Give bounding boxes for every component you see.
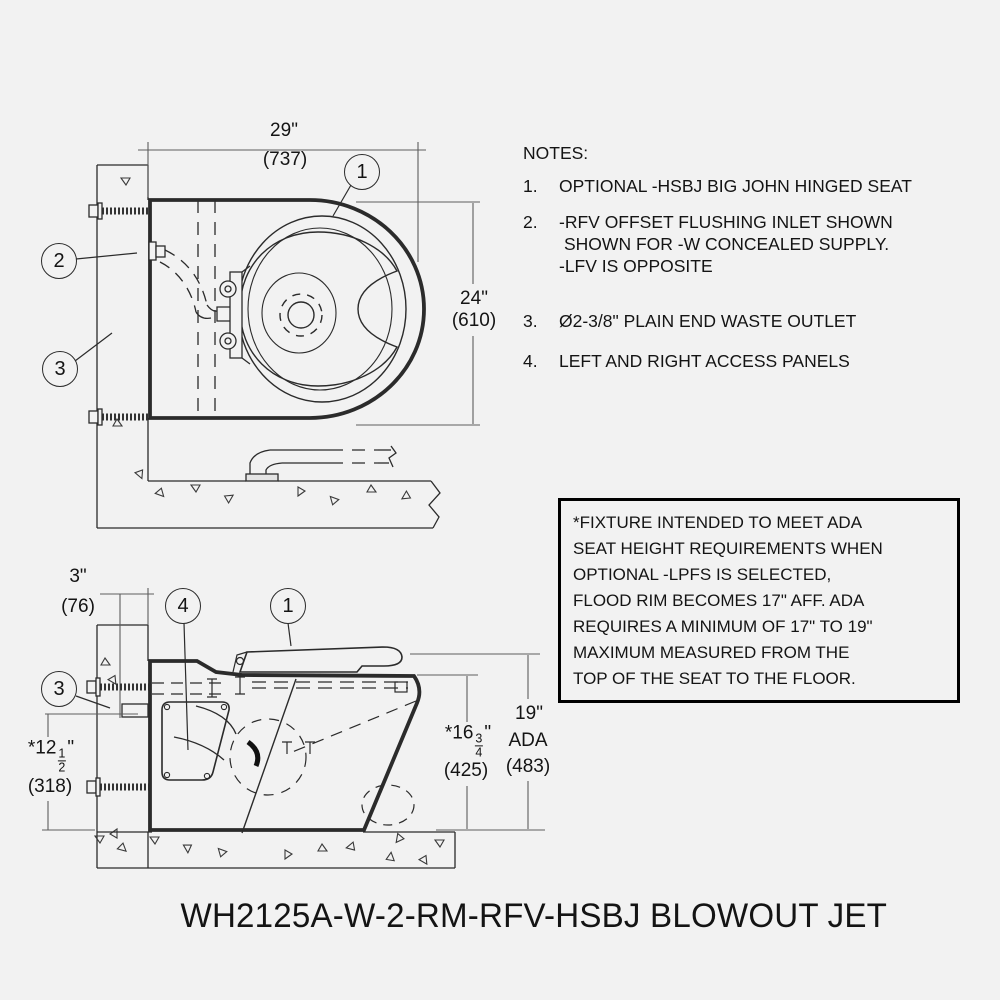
plan-fixture-outline: [148, 198, 426, 420]
plan-width-inches: 29": [270, 120, 298, 141]
plan-callout-2: 2: [41, 243, 77, 279]
plan-callout-1: 1: [344, 154, 380, 190]
side-anchor-bolts: [86, 677, 152, 797]
side-waste-outlet: [121, 703, 149, 718]
plan-callout-3: 3: [42, 351, 78, 387]
side-wall: [94, 594, 149, 868]
side-floor-section: [97, 831, 456, 869]
plan-supply-pipe: [245, 445, 397, 482]
plan-depth-mm: (610): [451, 310, 497, 331]
side-callout-3: 3: [41, 671, 77, 707]
notes-block: NOTES: 1. OPTIONAL -HSBJ BIG JOHN HINGED…: [523, 142, 991, 372]
seat-hinge-pin: [235, 656, 245, 666]
ada-height-label: ADA: [508, 730, 548, 751]
note-number: 1.: [523, 176, 538, 196]
side-callout-leaders: [75, 622, 292, 751]
plan-jet-orifice: [287, 301, 315, 329]
plan-anchor-bolts: [88, 202, 150, 426]
jet-nozzle: [246, 739, 261, 767]
ada-height-mm: (483): [505, 756, 551, 777]
plan-dimensions: [138, 142, 480, 426]
plan-floor-section: [97, 480, 441, 529]
wall-thickness-mm: (76): [61, 596, 95, 617]
plan-callout-leaders: [74, 184, 352, 362]
plan-depth-inches: 24": [460, 288, 488, 309]
side-view: [42, 588, 545, 869]
side-fixture-outline: [148, 659, 422, 832]
ada-height-inches: 19": [515, 703, 543, 724]
note-number: 3.: [523, 311, 538, 331]
plan-view: [74, 142, 480, 529]
rim-height-mm: (425): [443, 760, 489, 781]
drawing-title: WH2125A-W-2-RM-RFV-HSBJ BLOWOUT JET: [180, 897, 888, 935]
plan-hinge-bracket: [216, 265, 251, 365]
ada-note-box: *FIXTURE INTENDED TO MEET ADA SEAT HEIGH…: [558, 498, 960, 703]
note-item-1: 1. OPTIONAL -HSBJ BIG JOHN HINGED SEAT: [523, 176, 912, 196]
side-callout-4: 4: [165, 588, 201, 624]
side-access-panel: [161, 701, 230, 781]
plan-width-mm: (737): [262, 149, 308, 170]
note-item-2: 2. -RFV OFFSET FLUSHING INLET SHOWN SHOW…: [523, 212, 893, 276]
wall-thickness-inches: 3": [69, 566, 87, 587]
note-number: 4.: [523, 351, 538, 371]
note-number: 2.: [523, 212, 538, 232]
plan-flushing-inlet: [148, 241, 218, 320]
side-hidden-lines: [152, 676, 417, 834]
note-item-3: 3. Ø2-3/8" PLAIN END WASTE OUTLET: [523, 311, 857, 331]
plan-seat-opening: [239, 231, 399, 387]
side-dimensions: [42, 588, 545, 831]
plan-wall: [96, 164, 149, 528]
outlet-height-mm: (318): [27, 776, 73, 797]
side-callout-1: 1: [270, 588, 306, 624]
side-seat: [232, 646, 403, 673]
notes-heading: NOTES:: [523, 143, 589, 163]
note-item-4: 4. LEFT AND RIGHT ACCESS PANELS: [523, 351, 850, 371]
